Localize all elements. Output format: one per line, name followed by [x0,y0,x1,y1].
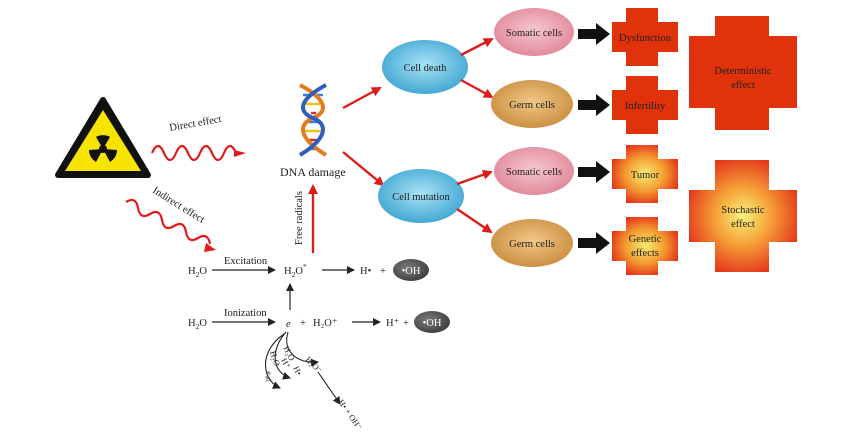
block-arrow-genetic [578,232,610,254]
h2o-excitation: H2O [188,266,207,279]
oh-radical-badge-1 [393,259,429,281]
chain-eaq-label: eaq [262,370,276,383]
dna-helix-icon [298,83,328,157]
mutation-to-somatic-arrow [456,169,493,186]
oh-radical-label-2: •OH [423,318,442,329]
h2o-plus-ion: H₂O⁺ [313,318,337,329]
radiation-hazard-icon [55,97,151,178]
plus-excitation: + [380,266,386,277]
genetic-effects-label-2: effects [631,248,659,259]
free-radicals-label: Free radicals [294,191,305,245]
h2o-star: H2O* [284,262,307,279]
deterministic-effect-cross [689,16,797,130]
oh-radical-badge-2 [414,311,450,333]
tumor-cross [612,145,678,203]
plus-ionization-1: + [300,318,306,329]
mutation-to-germ-arrow [456,208,493,234]
block-arrow-dysfunction [578,23,610,45]
ionization-label: Ionization [224,308,267,319]
cell-death-label: Cell death [404,63,448,74]
germ-cells-ellipse-1 [491,80,573,128]
tumor-label: Tumor [631,170,660,181]
infertility-cross [612,76,678,134]
germ-cells-label-2: Germ cells [509,239,555,250]
germ-cells-ellipse-2 [491,219,573,267]
infertility-label: Infertility [625,101,666,112]
stochastic-label-1: Stochastic [721,205,764,216]
h-plus-ion: H⁺ [386,318,399,329]
h2o-ionization: H2O [188,318,207,331]
chain-final-products-label: H• + OH⁻ [336,397,364,431]
block-arrow-infertility [578,94,610,116]
indirect-effect-label: Indirect effect [150,185,206,226]
oh-radical-label-1: •OH [402,266,421,277]
stochastic-label-2: effect [731,219,755,230]
stochastic-effect-cross [689,160,797,272]
genetic-effects-cross [612,217,678,275]
dysfunction-cross [612,8,678,66]
electron-reaction-chain [265,331,341,405]
block-arrow-tumor [578,161,610,183]
electron-label: e [286,319,291,330]
h-dot-excitation: H• [360,266,372,277]
somatic-cells-label-1: Somatic cells [506,28,562,39]
indirect-effect-wave-arrow [125,198,216,252]
dna-to-cell-death-arrow [342,86,382,110]
germ-cells-label-1: Germ cells [509,100,555,111]
somatic-cells-ellipse-2 [494,147,574,195]
cell-death-ellipse [382,40,468,94]
excitation-label: Excitation [224,256,268,267]
somatic-cells-ellipse-1 [494,8,574,56]
dna-damage-label: DNA damage [280,165,346,179]
plus-ionization-2: + [403,318,409,329]
chain-h2o-eaq-label: H₂O [268,350,282,368]
death-to-germ-arrow [460,78,494,99]
death-to-somatic-arrow [460,37,494,57]
dna-to-cell-mutation-arrow [342,151,385,187]
dysfunction-label: Dysfunction [619,33,672,44]
somatic-cells-label-2: Somatic cells [506,167,562,178]
direct-effect-label: Direct effect [169,114,223,134]
chain-hplus-label: H⁺ [279,356,293,370]
cell-mutation-ellipse [378,169,464,223]
chain-h2o-minus-label: H₂O⁻ [304,354,325,375]
direct-effect-wave-arrow [150,144,246,162]
cell-mutation-label: Cell mutation [392,192,450,203]
chain-hdot-label: H• [291,364,304,377]
deterministic-label-1: Deterministic [714,66,771,77]
genetic-effects-label-1: Genetic [629,234,662,245]
deterministic-label-2: effect [731,80,755,91]
